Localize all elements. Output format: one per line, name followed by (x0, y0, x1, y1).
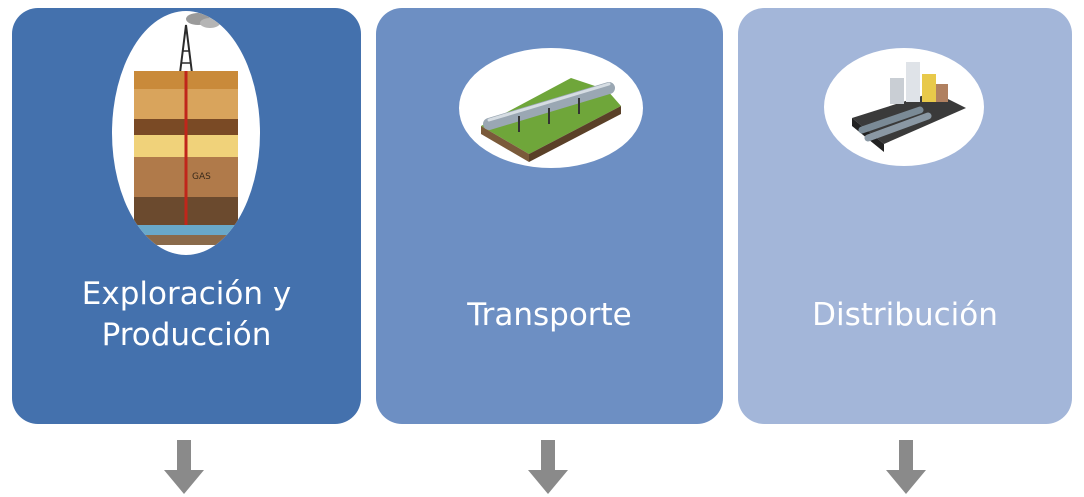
oil-well-illustration: GAS (134, 13, 238, 245)
city-illustration (852, 62, 966, 152)
stage-label: Transporte (467, 297, 632, 333)
down-arrow-icon (164, 440, 204, 494)
stage-card-exploracion: GAS Exploración y Producción (12, 8, 361, 424)
oil-well-gas-icon: GAS (112, 11, 260, 255)
pipeline-illustration (481, 78, 621, 162)
down-arrow-icon (528, 440, 568, 494)
stage-label: Exploración y Producción (81, 276, 292, 353)
stage-label: Distribución (812, 297, 998, 333)
gas-layer-label: GAS (192, 172, 211, 182)
pipeline-icon (459, 48, 643, 168)
stage-card-distribucion: Distribución (738, 8, 1072, 424)
down-arrow-icon (886, 440, 926, 494)
city-distribution-icon (824, 48, 984, 166)
stage-card-transporte: Transporte (376, 8, 723, 424)
